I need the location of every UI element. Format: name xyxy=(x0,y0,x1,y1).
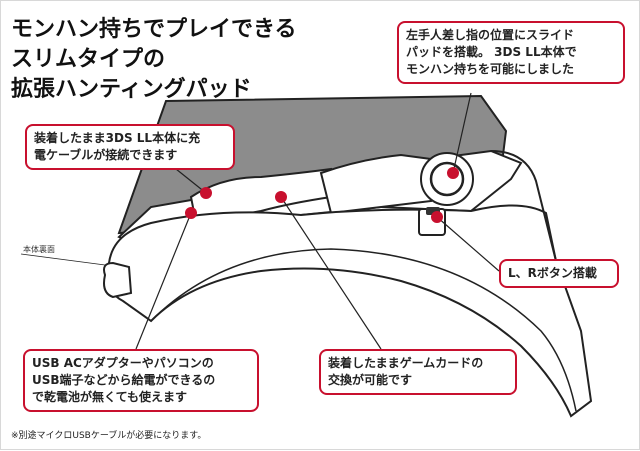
marker-dot-card xyxy=(275,191,287,203)
leader-rear xyxy=(20,253,106,266)
marker-dot-slide xyxy=(447,167,459,179)
pad-slot-hump xyxy=(189,167,332,225)
callout-game-card: 装着したままゲームカードの 交換が可能です xyxy=(319,349,517,395)
leader-slide xyxy=(452,92,472,174)
pad-right-rail xyxy=(490,150,557,262)
callout-slide-pad: 左手人差し指の位置にスライド パッドを搭載。 3DS LL本体で モンハン持ちを… xyxy=(397,21,625,84)
slide-pad-stick xyxy=(429,161,465,197)
marker-dot-charge xyxy=(200,187,212,199)
marker-dot-lr xyxy=(431,211,443,223)
pad-grip-body xyxy=(106,204,593,418)
leader-lr xyxy=(436,216,500,272)
leader-usb xyxy=(135,212,192,350)
rear-label: 本体裏面 xyxy=(23,245,55,254)
callout-charge-cable: 装着したまま3DS LL本体に充 電ケーブルが接続できます xyxy=(25,124,235,170)
footnote: ※別途マイクロUSBケーブルが必要になります。 xyxy=(11,431,207,441)
marker-dot-usb xyxy=(185,207,197,219)
callout-lr-button: L、Rボタン搭載 xyxy=(499,259,619,288)
headline: モンハン持ちでプレイできる スリムタイプの 拡張ハンティングパッド xyxy=(11,17,297,102)
leader-card xyxy=(280,196,382,350)
callout-usb-power: USB ACアダプターやパソコンの USB端子などから給電ができるの で乾電池が… xyxy=(23,349,259,412)
leader-charge xyxy=(175,168,207,194)
pad-inner-curve xyxy=(150,248,577,412)
left-grip-knob xyxy=(103,261,133,299)
